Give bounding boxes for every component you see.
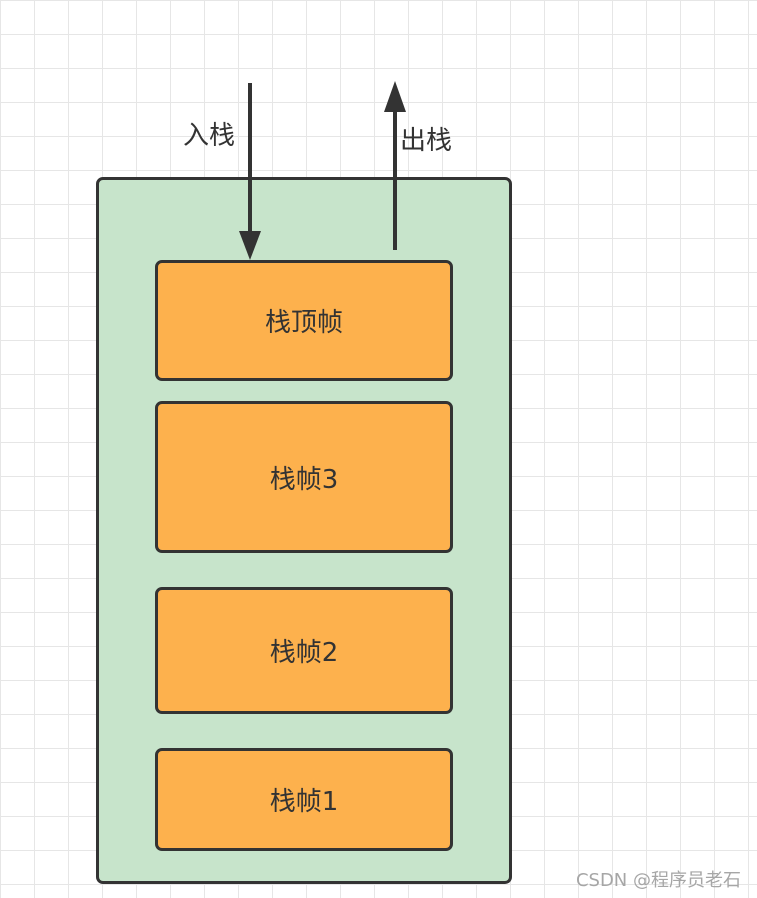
stack-frame-top: 栈顶帧 bbox=[155, 260, 453, 381]
stack-frame-2-label: 栈帧2 bbox=[269, 638, 339, 668]
pop-label: 出栈 bbox=[400, 126, 453, 156]
stack-frame-1-label: 栈帧1 bbox=[269, 787, 339, 817]
pop-arrow bbox=[384, 81, 406, 250]
stack-frame-top-label: 栈顶帧 bbox=[264, 308, 343, 338]
push-arrow bbox=[239, 83, 261, 260]
stack-frame-1: 栈帧1 bbox=[155, 748, 453, 851]
stack-frame-3: 栈帧3 bbox=[155, 401, 453, 553]
watermark: CSDN @程序员老石 bbox=[575, 870, 741, 891]
stack-frame-2: 栈帧2 bbox=[155, 587, 453, 714]
stack-frame-3-label: 栈帧3 bbox=[269, 464, 339, 495]
push-label: 入栈 bbox=[183, 121, 236, 151]
